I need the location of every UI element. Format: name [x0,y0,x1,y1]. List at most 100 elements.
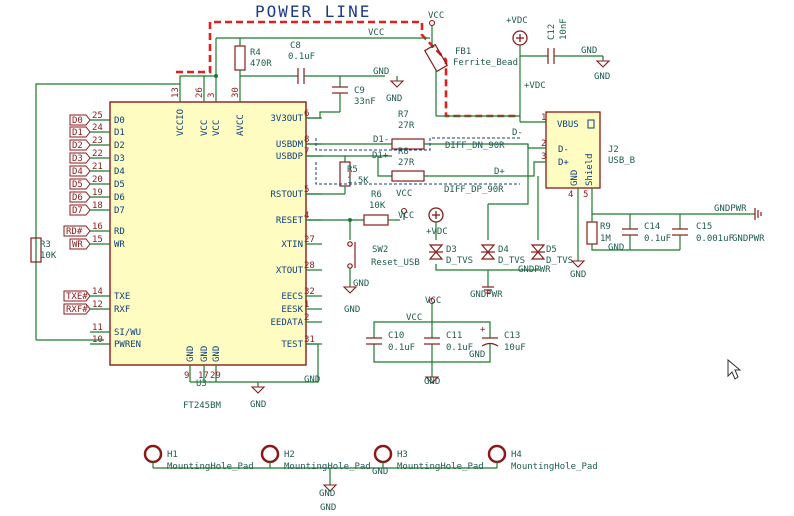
power-line-title: POWER LINE [255,2,371,21]
c8-value: 0.1uF [288,52,315,62]
r3-resistor[interactable] [30,237,42,263]
gnd-label-decoupling: GND [424,377,440,387]
hier-label-text: D5 [72,180,83,190]
vcc-label-top: VCC [428,11,444,21]
hier-label: WR [69,238,91,250]
d5-tvs-diode[interactable] [530,244,546,260]
vcc-symbol-top [428,19,436,33]
u3-right-pin-name: XTIN [281,240,303,250]
hier-label-shape [63,290,91,302]
u3-right-pin-name: 3V3OUT [270,114,303,124]
u3-top-pin-num: 13 [171,87,181,98]
d4-ref: D4 [498,245,509,255]
u3-bottom-pin-name: GND [212,346,222,362]
diff-dn-label: DIFF_DN_90R [445,141,505,151]
c12-value: 10nF [559,18,569,40]
r8-value: 27R [398,158,415,168]
u3-left-pin-name: D1 [114,128,125,138]
r9-resistor[interactable] [586,221,598,245]
u3-right-pin-name: TEST [281,340,303,350]
hier-label: D5 [69,178,91,190]
r7-ref: R7 [398,110,409,120]
u3-gnd-symbol [251,381,265,394]
u3-gnd-label: GND [250,400,266,410]
j2-pin-vbus: VBUS [557,120,579,130]
u3-left-pin-name: TXE [114,292,130,302]
u3-left-pin-num: 21 [92,162,103,172]
c10-ref: C10 [388,331,404,341]
vcc-label-r6: VCC [396,189,412,199]
u3-left-pin-num: 12 [92,300,103,310]
u3-top-pin-name: VCC [200,120,210,136]
u3-right-pin-name: EECS [281,292,303,302]
gnd-label-c12-sym: GND [594,72,610,82]
fb1-ferrite-bead[interactable] [423,43,449,73]
r8-resistor[interactable] [391,170,425,182]
u3-bottom-pin-num: 17 [198,371,209,381]
vcc-net-label-top: VCC [368,28,384,38]
hier-label: D7 [69,204,91,216]
gndpwr-symbol-right [749,207,762,221]
c11-value: 0.1uF [446,343,473,353]
usb-connector-icon [587,119,595,129]
u3-left-pin-num: 16 [92,222,103,232]
mounting-holes: H1MountingHole_PadH2MountingHole_PadH3Mo… [143,444,598,472]
gnd-label-sw2: GND [353,279,369,289]
d5-ref: D5 [546,245,557,255]
j2-usb-connector[interactable] [545,111,601,189]
hier-label-text: D7 [72,206,83,216]
r6-resistor[interactable] [363,214,389,226]
u3-left-pin-num: 23 [92,136,103,146]
dminus-label: D- [512,128,523,138]
gndpwr-label-d4: GNDPWR [470,290,503,300]
gndpwr-label-d5: GNDPWR [518,265,551,275]
hier-label-shape [69,114,91,126]
u3-right-pin-name: RSTOUT [270,190,303,200]
r4-ref: R4 [250,48,261,58]
u3-left-pin-num: 14 [92,287,103,297]
vcc-label-r6-b: VCC [398,211,414,221]
u3-right-pin-name: RESET [276,216,304,226]
u3-left-pin-name: RXF [114,305,130,315]
hier-label: RXF# [63,303,91,315]
hier-label: RD# [63,225,91,237]
u3-right-pin-name: USBDP [276,152,304,162]
gndpwr-label-c15: GNDPWR [732,234,765,244]
vcc-label-decoupling: VCC [425,296,441,306]
u3-right-pin-num: 8 [304,135,309,145]
vdc-symbol-top [512,30,528,46]
hier-label-text: D4 [72,167,83,177]
vcc-label-decoupling-b: VCC [406,313,422,323]
d3-tvs-diode[interactable] [428,244,444,260]
svg-text:+: + [480,325,486,335]
vdc-label-mid: +VDC [524,81,546,91]
u3-top-pin-num: 30 [231,87,241,98]
dplus-label: D+ [494,167,505,177]
u3-left-pin-num: 15 [92,235,103,245]
hier-label-text: D6 [72,193,83,203]
u3-right-pin-num: 32 [304,287,315,297]
j2-value: USB_B [608,156,635,166]
gnd-label-mounting: GND [320,503,336,513]
sw2-pushbutton[interactable] [347,241,356,269]
c13-value: 10uF [504,343,526,353]
j2-pin2-num: 2 [541,139,546,149]
u3-value: FT245BM [183,401,222,411]
mounting-hole-value: MountingHole_Pad [511,462,598,472]
u3-left-pin-num: 19 [92,188,103,198]
j2-pin3-num: 3 [541,152,546,162]
d3-ref: D3 [446,245,457,255]
d4-tvs-diode[interactable] [480,244,496,260]
u3-bottom-pin-name: GND [200,346,210,362]
r4-resistor[interactable] [234,45,246,71]
u3-left-pin-name: D3 [114,154,125,164]
u3-top-pin-num: 26 [195,87,205,98]
c14-ref: C14 [644,222,660,232]
u3-top-pin-name: VCCIO [176,109,186,136]
